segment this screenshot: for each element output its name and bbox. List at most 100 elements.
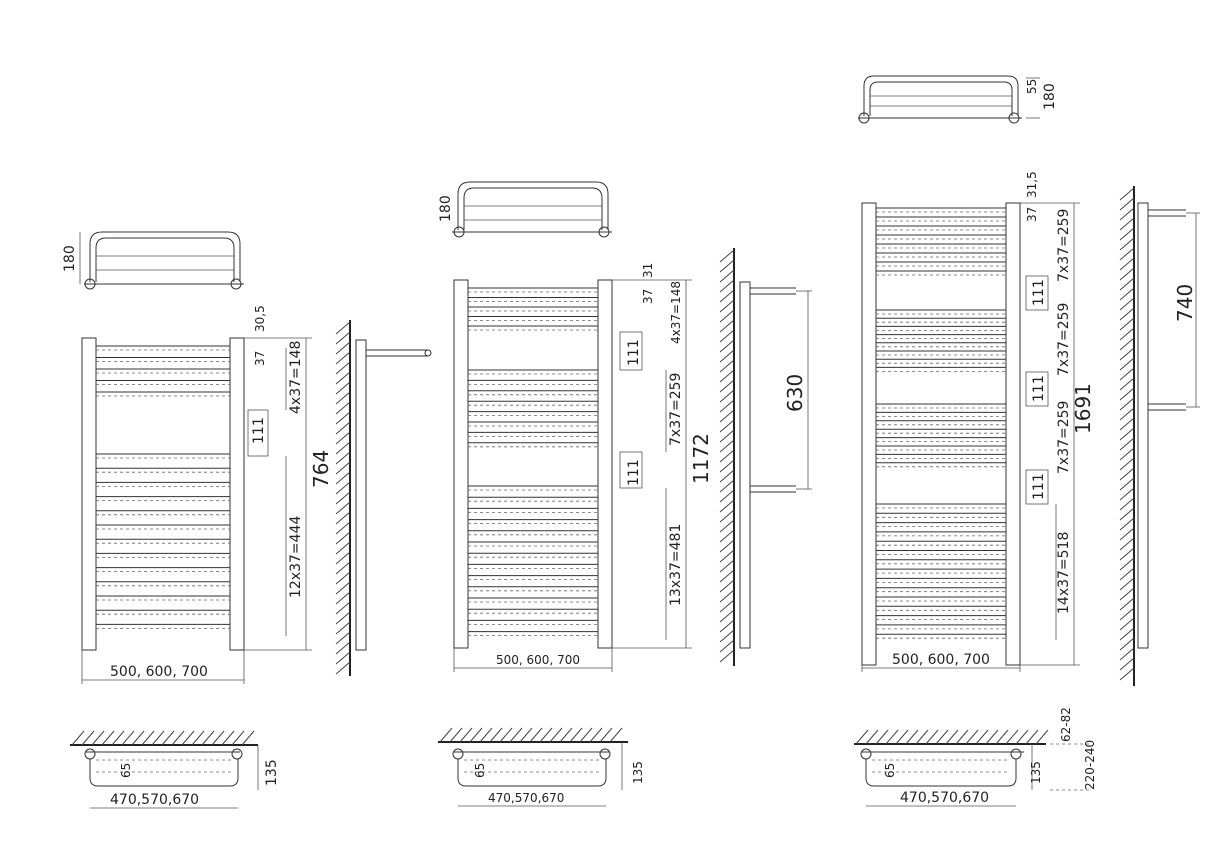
small-offset-label: 30,5 bbox=[253, 305, 267, 332]
large-total-depth-label: 220-240 bbox=[1083, 740, 1097, 790]
wall-hatch bbox=[1119, 417, 1135, 431]
wall-hatch bbox=[719, 589, 735, 603]
wall-hatch bbox=[719, 619, 735, 633]
wall-hatch bbox=[589, 727, 603, 743]
large-group3-label: 7x37=259 bbox=[1056, 401, 1072, 474]
wall-hatch bbox=[1119, 197, 1135, 211]
wall-hatch bbox=[191, 730, 205, 746]
medium-depth-label: 180 bbox=[438, 195, 454, 222]
wall-hatch bbox=[719, 269, 735, 283]
wall-hatch bbox=[719, 539, 735, 553]
wall-hatch bbox=[1119, 647, 1135, 661]
wall-hatch bbox=[335, 571, 351, 585]
wall-hatch bbox=[719, 319, 735, 333]
large-bar-depth-label: 65 bbox=[883, 763, 897, 778]
large-shelf-offset-label: 55 bbox=[1025, 79, 1039, 94]
wall-hatch bbox=[1119, 427, 1135, 441]
large-side-view: 740 bbox=[1119, 186, 1200, 686]
wall-hatch bbox=[1119, 207, 1135, 221]
wall-hatch bbox=[1119, 477, 1135, 491]
wall-hatch bbox=[1119, 337, 1135, 351]
wall-hatch bbox=[335, 601, 351, 615]
wall-hatch bbox=[719, 389, 735, 403]
wall-hatch bbox=[719, 409, 735, 423]
wall-hatch bbox=[335, 641, 351, 655]
medium-gap2-label: 111 bbox=[626, 459, 642, 486]
large-group2-label: 7x37=259 bbox=[1056, 303, 1072, 376]
small-projection-label: 135 bbox=[264, 759, 280, 786]
wall-hatch bbox=[335, 381, 351, 395]
wall-hatch bbox=[719, 449, 735, 463]
large-group1-label: 7x37=259 bbox=[1056, 209, 1072, 282]
wall-hatch bbox=[975, 729, 989, 745]
wall-hatch bbox=[509, 727, 523, 743]
medium-group-top-label: 4x37=148 bbox=[669, 281, 683, 344]
wall-hatch bbox=[181, 730, 195, 746]
wall-hatch bbox=[1119, 487, 1135, 501]
medium-front-view: 1172 31 37 4x37=148 111 7x37=259 111 13x… bbox=[453, 263, 713, 672]
wall-hatch bbox=[885, 729, 899, 745]
wall-hatch bbox=[335, 421, 351, 435]
wall-hatch bbox=[985, 729, 999, 745]
small-bars bbox=[96, 345, 230, 629]
medium-group-bottom-label: 13x37=481 bbox=[668, 524, 684, 606]
large-bars bbox=[876, 207, 1006, 639]
small-bottom-width-label: 470,570,670 bbox=[110, 792, 199, 808]
wall-hatch bbox=[719, 419, 735, 433]
wall-hatch bbox=[719, 559, 735, 573]
wall-hatch bbox=[1119, 627, 1135, 641]
wall-hatch bbox=[1119, 227, 1135, 241]
wall-hatch bbox=[1119, 237, 1135, 251]
wall-hatch bbox=[439, 727, 453, 743]
wall-hatch bbox=[1119, 537, 1135, 551]
wall-hatch bbox=[335, 501, 351, 515]
wall-hatch bbox=[1119, 447, 1135, 461]
wall-hatch bbox=[1119, 527, 1135, 541]
wall-hatch bbox=[599, 727, 613, 743]
wall-hatch bbox=[71, 730, 85, 746]
medium-offset-label: 31 bbox=[641, 263, 655, 278]
wall-hatch bbox=[1119, 587, 1135, 601]
large-gap3-label: 111 bbox=[1031, 473, 1047, 500]
wall-hatch bbox=[719, 439, 735, 453]
wall-hatch bbox=[335, 631, 351, 645]
medium-side-view: 630 bbox=[719, 248, 812, 666]
model-large: 55 180 1691 31,5 37 7x37=259 111 7x37=25… bbox=[854, 75, 1200, 807]
wall-hatch bbox=[1119, 347, 1135, 361]
large-bottom-view: 65 135 62-82 220-240 470,570,670 bbox=[854, 707, 1097, 807]
wall-hatch bbox=[719, 549, 735, 563]
medium-bracket-span-label: 630 bbox=[783, 374, 807, 412]
wall-hatch bbox=[469, 727, 483, 743]
small-group-top-label: 4x37=148 bbox=[288, 341, 304, 414]
large-height-label: 1691 bbox=[1071, 383, 1095, 434]
large-depth-label: 180 bbox=[1042, 83, 1058, 110]
wall-hatch bbox=[905, 729, 919, 745]
wall-hatch bbox=[335, 321, 351, 335]
wall-hatch bbox=[1119, 247, 1135, 261]
wall-hatch bbox=[719, 369, 735, 383]
wall-hatch bbox=[569, 727, 583, 743]
large-front-view: 1691 31,5 37 7x37=259 111 7x37=259 111 7… bbox=[861, 171, 1095, 672]
wall-hatch bbox=[1119, 257, 1135, 271]
wall-hatch bbox=[499, 727, 513, 743]
wall-hatch bbox=[609, 727, 623, 743]
wall-hatch bbox=[965, 729, 979, 745]
wall-hatch bbox=[335, 431, 351, 445]
large-wall-gap-label: 62-82 bbox=[1059, 707, 1073, 742]
wall-hatch bbox=[1119, 437, 1135, 451]
wall-hatch bbox=[335, 451, 351, 465]
wall-hatch bbox=[335, 491, 351, 505]
wall-hatch bbox=[335, 561, 351, 575]
wall-hatch bbox=[719, 259, 735, 273]
wall-hatch bbox=[1025, 729, 1039, 745]
wall-hatch bbox=[335, 361, 351, 375]
wall-hatch bbox=[335, 581, 351, 595]
wall-hatch bbox=[1119, 507, 1135, 521]
large-width-label: 500, 600, 700 bbox=[892, 652, 990, 668]
wall-hatch bbox=[335, 621, 351, 635]
large-pitch-label: 37 bbox=[1025, 207, 1039, 222]
wall-hatch bbox=[335, 391, 351, 405]
wall-hatch bbox=[335, 471, 351, 485]
small-depth-label: 180 bbox=[62, 245, 78, 272]
